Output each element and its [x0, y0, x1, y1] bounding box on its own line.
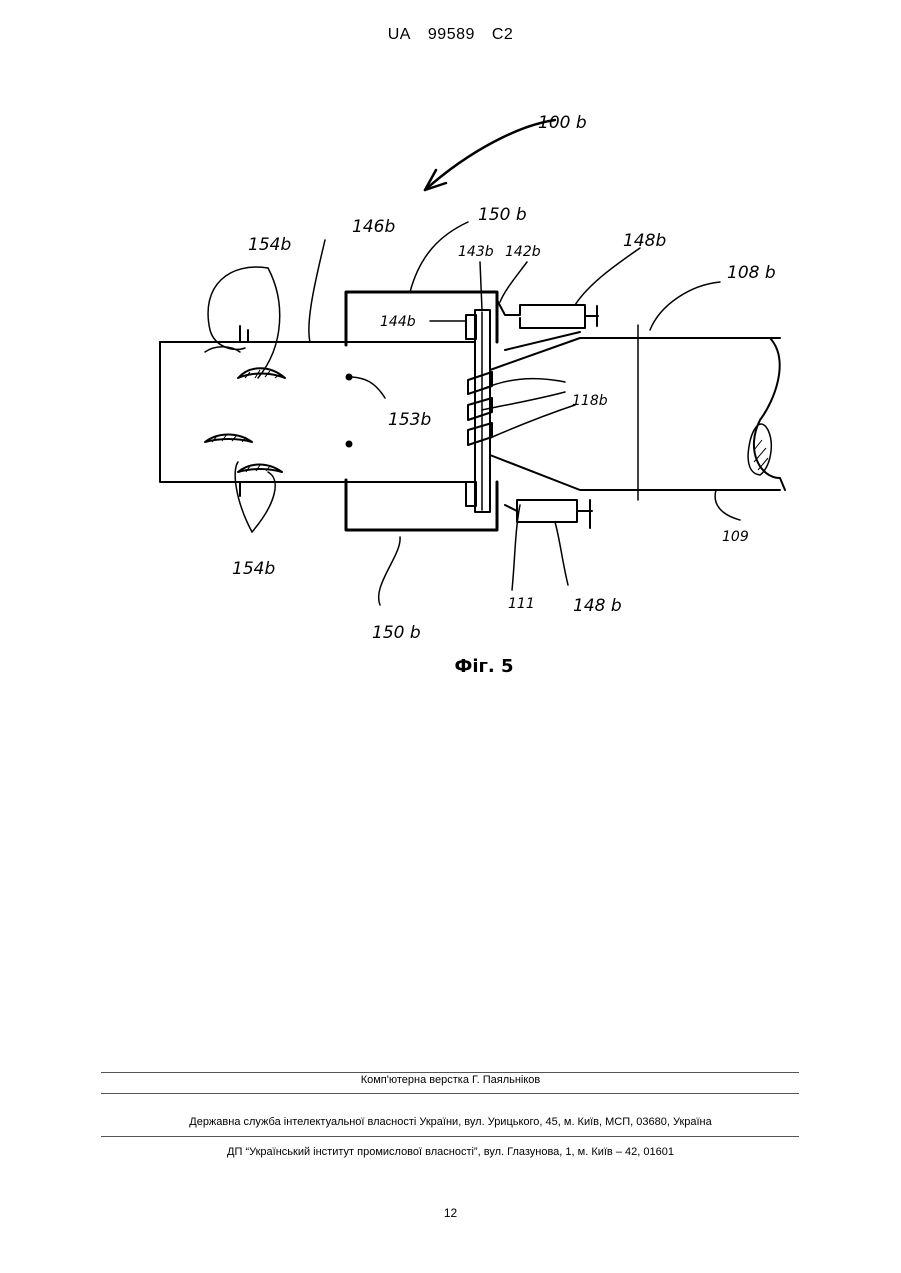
- label-148b-top: 148b: [623, 231, 666, 251]
- label-150b-bottom: 150 b: [372, 623, 421, 643]
- label-154b-bottom: 154b: [232, 559, 275, 579]
- footer-layout-credit: Комп'ютерна верстка Г. Паяльніков: [0, 1074, 901, 1086]
- footer-rule-2: [101, 1093, 799, 1094]
- label-148b-bottom: 148 b: [573, 596, 622, 616]
- end-curve: [754, 338, 785, 490]
- label-111: 111: [508, 596, 535, 612]
- label-146b: 146b: [352, 217, 395, 237]
- label-144b: 144b: [380, 314, 416, 330]
- label-109: 109: [722, 529, 749, 545]
- header-kind: C2: [492, 26, 513, 43]
- label-154b-top: 154b: [248, 235, 291, 255]
- patent-drawing-fig5: 100 b 146b 150 b 154b 143b 142b 148b 108…: [0, 95, 901, 655]
- funnel-bottom: [490, 455, 780, 490]
- label-143b: 143b: [458, 244, 494, 260]
- label-118b: 118b: [572, 393, 608, 409]
- clamp-bottom: [517, 500, 577, 522]
- baffle-1: [468, 372, 492, 394]
- label-142b: 142b: [505, 244, 541, 260]
- label-108b: 108 b: [727, 263, 776, 283]
- document-header: UA 99589 C2: [0, 26, 901, 44]
- pin-top-left: [240, 326, 248, 342]
- page-number: 12: [0, 1206, 901, 1220]
- baffle-3: [468, 423, 492, 445]
- footer-rule-3: [101, 1136, 799, 1137]
- footer-institute: ДП “Український інститут промислової вла…: [0, 1146, 901, 1158]
- figure-caption: Фіг. 5: [0, 656, 901, 677]
- footer-office: Державна служба інтелектуальної власност…: [0, 1116, 901, 1128]
- footer-rule-1: [101, 1072, 799, 1073]
- label-100b: 100 b: [538, 113, 587, 133]
- header-number: 99589: [428, 26, 475, 43]
- clamp-top: [497, 300, 585, 328]
- label-153b: 153b: [388, 410, 431, 430]
- header-country: UA: [388, 26, 411, 43]
- label-150b-top: 150 b: [478, 205, 527, 225]
